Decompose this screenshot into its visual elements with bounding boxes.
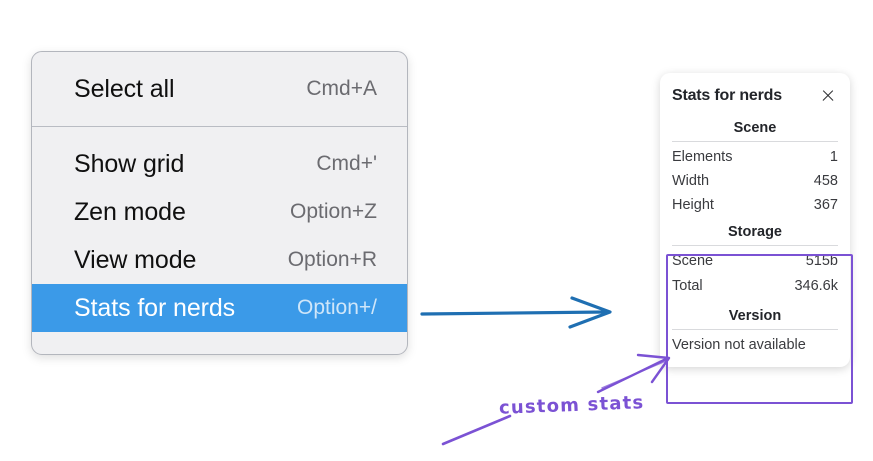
menu-item-label: Zen mode: [74, 197, 186, 226]
page-title: Stats for nerds: [672, 87, 782, 104]
stat-key: Elements: [672, 149, 733, 165]
stats-for-nerds-panel: Stats for nerds Scene Elements 1 Width 4…: [660, 73, 850, 367]
menu-group-spacing: [32, 113, 407, 126]
stat-value: 367: [813, 197, 838, 214]
menu-item-shortcut: Option+/: [297, 296, 377, 319]
menu-item-label: Show grid: [74, 149, 185, 178]
menu-item-label: Select all: [74, 74, 175, 103]
menu-item-select-all[interactable]: Select all Cmd+A: [32, 65, 407, 113]
version-note: Version not available: [672, 336, 806, 353]
menu-item-shortcut: Cmd+A: [306, 77, 377, 100]
stat-row-elements: Elements 1: [672, 145, 838, 169]
section-heading-scene: Scene: [733, 120, 777, 136]
menu-item-stats-for-nerds[interactable]: Stats for nerds Option+/: [32, 284, 407, 332]
stat-key: Scene: [672, 253, 714, 270]
stats-panel-header: Stats for nerds: [672, 87, 838, 105]
menu-item-show-grid[interactable]: Show grid Cmd+': [32, 140, 407, 188]
stat-row-height: Height 367: [672, 193, 838, 217]
stat-value: 458: [813, 173, 838, 190]
custom-stats-handwritten-label: custom stats: [498, 392, 645, 419]
stat-value: 346.6k: [794, 277, 838, 294]
stat-key: Height: [672, 197, 714, 214]
stat-row-total-storage: Total 346.6k: [672, 274, 838, 298]
stat-row-scene-storage: Scene 515b: [672, 249, 838, 273]
menu-bottom-padding: [32, 332, 407, 354]
menu-item-shortcut: Cmd+': [316, 152, 377, 175]
menu-item-zen-mode[interactable]: Zen mode Option+Z: [32, 188, 407, 236]
context-menu[interactable]: Select all Cmd+A Show grid Cmd+' Zen mod…: [31, 51, 408, 355]
purple-arrow-annotation: [596, 353, 671, 394]
menu-group-separator: [32, 126, 407, 127]
stat-key: Total: [672, 277, 703, 294]
close-icon[interactable]: [820, 88, 836, 104]
blue-arrow-annotation: [420, 296, 612, 329]
stat-row-width: Width 458: [672, 169, 838, 193]
menu-item-label: Stats for nerds: [74, 293, 236, 322]
menu-item-view-mode[interactable]: View mode Option+R: [32, 236, 407, 284]
menu-item-shortcut: Option+Z: [290, 200, 377, 223]
stat-key: Width: [672, 173, 710, 190]
section-divider: [672, 328, 838, 330]
section-divider: [672, 245, 838, 247]
stat-value: 515b: [805, 253, 838, 270]
section-heading-version: Version: [728, 307, 782, 324]
menu-item-shortcut: Option+R: [287, 248, 377, 271]
section-heading-storage: Storage: [728, 224, 782, 241]
menu-group-spacing-2: [32, 127, 407, 140]
section-divider: [672, 141, 838, 142]
stat-value: 1: [829, 149, 838, 165]
menu-top-padding: [32, 52, 407, 65]
menu-item-label: View mode: [74, 245, 197, 274]
purple-underline-annotation: [441, 414, 512, 446]
